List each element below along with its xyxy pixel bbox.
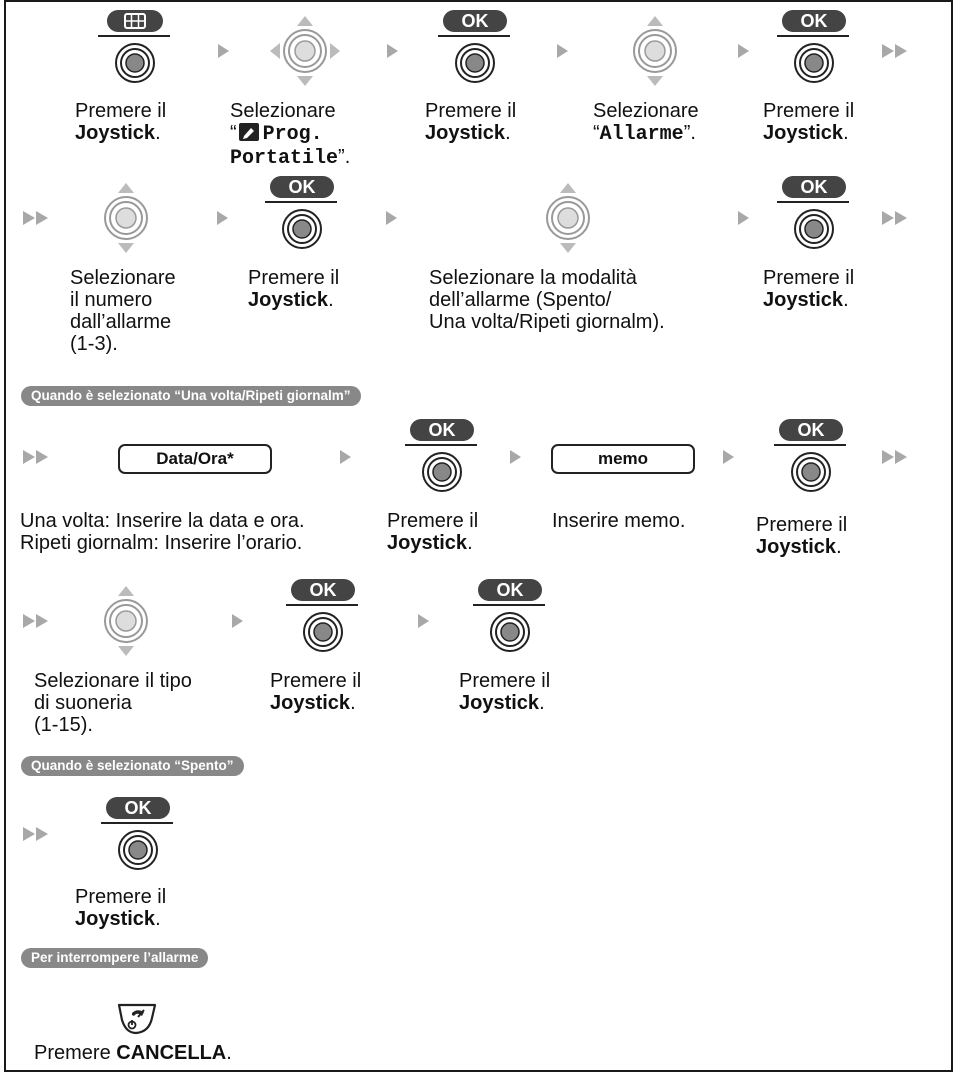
ok-joystick-step-3: OK (265, 176, 341, 258)
arrow-right-icon (557, 44, 568, 58)
ok-badge: OK (106, 797, 170, 819)
joystick-4way-icon[interactable] (268, 14, 342, 88)
arrow-right-icon (738, 211, 749, 225)
section-label-stop-alarm: Per interrompere l’allarme (21, 948, 209, 968)
joystick-updown-icon[interactable] (104, 584, 148, 658)
arrow-right-icon (387, 44, 398, 58)
ok-joystick-step-1: OK (438, 10, 514, 92)
arrow-right-icon (510, 450, 521, 464)
ok-joystick-step-6: OK (774, 419, 850, 501)
ok-joystick-step-8: OK (473, 579, 549, 661)
double-arrow-right-icon (882, 211, 910, 225)
arrow-right-icon (232, 614, 243, 628)
joystick-icon[interactable] (281, 208, 323, 250)
joystick-icon[interactable] (421, 451, 463, 493)
double-arrow-right-icon (23, 211, 51, 225)
softkey-memo[interactable]: memo (551, 444, 695, 474)
arrow-right-icon (738, 44, 749, 58)
joystick-icon[interactable] (454, 42, 496, 84)
caption-enter-memo: Inserire memo. (552, 510, 686, 532)
joystick-icon[interactable] (793, 208, 835, 250)
ok-badge: OK (270, 176, 334, 198)
ok-joystick-step-9: OK (101, 797, 177, 879)
softkey-date-time[interactable]: Data/Ora* (118, 444, 272, 474)
double-arrow-right-icon (23, 450, 51, 464)
prog-handset-icon (238, 123, 259, 141)
arrow-right-icon (723, 450, 734, 464)
ok-badge: OK (291, 579, 355, 601)
double-arrow-right-icon (882, 44, 910, 58)
ok-badge: OK (410, 419, 474, 441)
joystick-icon[interactable] (117, 829, 159, 871)
section-label-off: Quando è selezionato “Spento” (21, 756, 244, 776)
arrow-right-icon (418, 614, 429, 628)
ok-joystick-step-5: OK (405, 419, 481, 501)
caption-select-ringer: Selezionare il tipo di suoneria (1-15). (34, 670, 192, 736)
ok-joystick-step-7: OK (286, 579, 362, 661)
arrow-right-icon (217, 211, 228, 225)
arrow-right-icon (386, 211, 397, 225)
arrow-right-icon (218, 44, 229, 58)
double-arrow-right-icon (23, 827, 51, 841)
cancel-key-icon[interactable] (116, 1000, 158, 1036)
caption-select-allarme: Selezionare “Allarme”. (593, 100, 699, 146)
ok-badge: OK (782, 10, 846, 32)
ok-badge: OK (443, 10, 507, 32)
menu-key-icon (107, 10, 163, 32)
joystick-updown-icon[interactable] (546, 181, 590, 255)
ok-joystick-step-2: OK (777, 10, 853, 92)
joystick-icon[interactable] (489, 611, 531, 653)
joystick-icon[interactable] (793, 42, 835, 84)
joystick-icon[interactable] (114, 42, 156, 84)
caption-select-alarm-mode: Selezionare la modalità dell’allarme (Sp… (429, 267, 665, 333)
joystick-icon[interactable] (790, 451, 832, 493)
joystick-icon[interactable] (302, 611, 344, 653)
caption-select-alarm-number: Selezionare il numero dall’allarme (1-3)… (70, 267, 176, 355)
caption-select-prog: Selezionare “Prog. Portatile”. (230, 100, 351, 170)
ok-badge: OK (478, 579, 542, 601)
menu-key-step (98, 10, 174, 92)
joystick-updown-icon[interactable] (104, 181, 148, 255)
caption-press-cancel: Premere CANCELLA. (34, 1042, 232, 1064)
section-label-once-daily: Quando è selezionato “Una volta/Ripeti g… (21, 386, 361, 406)
double-arrow-right-icon (882, 450, 910, 464)
arrow-right-icon (340, 450, 351, 464)
ok-badge: OK (779, 419, 843, 441)
joystick-updown-icon[interactable] (633, 14, 677, 88)
ok-joystick-step-4: OK (777, 176, 853, 258)
instruction-frame (4, 0, 953, 1072)
caption-enter-date-time: Una volta: Inserire la data e ora. Ripet… (20, 510, 305, 554)
ok-badge: OK (782, 176, 846, 198)
double-arrow-right-icon (23, 614, 51, 628)
